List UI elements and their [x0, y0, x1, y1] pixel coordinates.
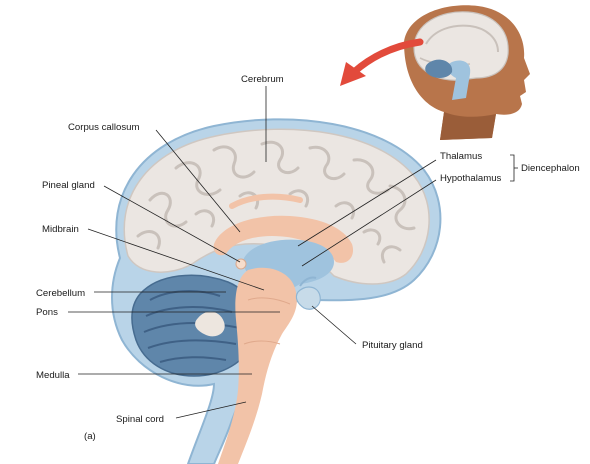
- labels: Cerebrum Corpus callosum Pineal gland Mi…: [36, 74, 580, 442]
- label-spinal-cord: Spinal cord: [116, 414, 164, 425]
- inset-cerebellum: [425, 59, 453, 78]
- label-cerebrum: Cerebrum: [241, 74, 284, 85]
- pointer-arrow: [340, 38, 424, 86]
- label-cerebellum: Cerebellum: [36, 288, 85, 299]
- panel-label: (a): [84, 431, 96, 442]
- label-midbrain: Midbrain: [42, 224, 79, 235]
- label-thalamus: Thalamus: [440, 151, 482, 162]
- label-pineal-gland: Pineal gland: [42, 180, 95, 191]
- brainstem: [218, 267, 297, 464]
- corpus-callosum: [213, 215, 354, 263]
- brain-sagittal-section: [111, 118, 442, 464]
- label-pons: Pons: [36, 307, 58, 318]
- arbor-vitae: [195, 311, 225, 337]
- inset-brainstem: [447, 60, 471, 100]
- label-diencephalon: Diencephalon: [521, 163, 580, 174]
- label-corpus-callosum: Corpus callosum: [68, 122, 139, 133]
- head-inset: [404, 5, 530, 140]
- leader-lines: [68, 86, 518, 419]
- label-hypothalamus: Hypothalamus: [440, 173, 502, 184]
- pituitary: [295, 286, 321, 310]
- label-pituitary-gland: Pituitary gland: [362, 340, 423, 351]
- cerebellum: [131, 274, 258, 377]
- label-medulla: Medulla: [36, 370, 70, 381]
